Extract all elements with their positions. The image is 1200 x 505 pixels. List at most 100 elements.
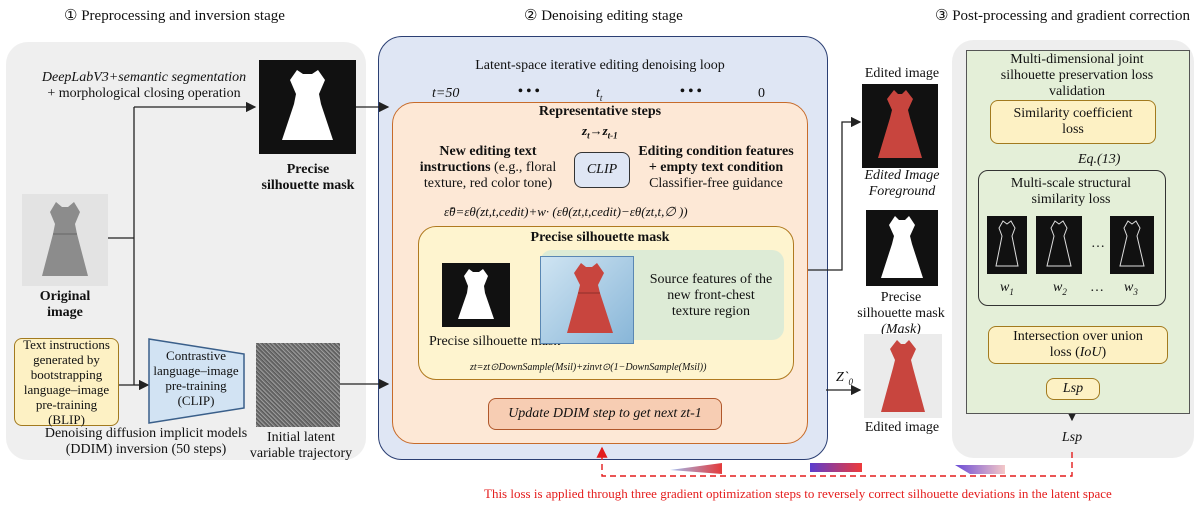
source-feat-text: Source features of the new front-chest t…: [636, 272, 786, 320]
mask-thumb: [442, 263, 510, 327]
clip-text: Contrastive language–image pre-training …: [153, 348, 239, 408]
noise-image: [256, 343, 340, 427]
w3-label: w3: [1124, 280, 1138, 297]
clip-trapezoid: [148, 338, 245, 424]
dress-silhouette-white: [282, 70, 333, 140]
blend-formula: zt=zt⊙DownSample(Msil)+zinvt⊙(1−DownSamp…: [470, 362, 707, 373]
similarity-loss-box: Similarity coefficient loss: [990, 100, 1156, 144]
ddim-l2: (DDIM) inversion (50 steps): [65, 442, 227, 457]
loss-note: This loss is applied through three gradi…: [484, 486, 1112, 501]
source-feat-l2: new front-chest: [667, 288, 755, 303]
val-title-l3: validation: [1049, 84, 1105, 99]
mask-label-stage1: Precise silhouette mask: [250, 162, 366, 194]
noise-l2: variable trajectory: [249, 446, 353, 461]
red-dress-bottom: [881, 340, 925, 412]
scale-img-1: [987, 216, 1027, 274]
dress-silhouette-small: [458, 269, 494, 319]
gray-dress-icon: [42, 202, 88, 276]
new-edit-l3: texture, red color tone): [423, 176, 553, 191]
loop-title: Latent-space iterative editing denoising…: [475, 58, 725, 73]
zero-label: 0: [758, 86, 765, 101]
mask-image-mid: [866, 210, 938, 286]
original-label: Original image: [22, 289, 108, 321]
noise-label: Initial latent variable trajectory: [236, 430, 366, 462]
mask-mid-l3: (Mask): [881, 322, 921, 337]
mask-box-title: Precise silhouette mask: [530, 230, 670, 245]
update-ddim-box: Update DDIM step to get next zt-1: [488, 398, 722, 430]
fg-l2: Foreground: [868, 184, 936, 199]
mask-label-l2: silhouette mask: [261, 178, 355, 193]
msssim-l1: Multi-scale structural: [1010, 176, 1132, 191]
dress-silhouette-mid: [881, 216, 923, 278]
iou-l1: Intersection over union: [1013, 329, 1143, 344]
gradient-strip-3: [955, 465, 1005, 474]
sim-l2: loss: [1062, 122, 1084, 137]
edited-top-label: Edited image: [864, 66, 940, 81]
outline-dress-2: [1046, 220, 1072, 267]
msssim-title: Multi-scale structural similarity loss: [980, 176, 1162, 208]
sim-l1: Similarity coefficient: [1013, 106, 1133, 121]
mask-mid-label: Precise silhouette mask (Mask): [846, 290, 956, 338]
iou-loss-box: Intersection over union loss (IoU): [988, 326, 1168, 364]
outline-dress-1: [995, 220, 1019, 267]
lsp-box-label: Lsp: [1062, 381, 1084, 396]
red-dress-in-cube: [567, 263, 613, 333]
new-edit-l2: instructions (e.g., floral: [419, 160, 557, 175]
stage2-title: ② Denoising editing stage: [524, 8, 683, 24]
val-title-l2: silhouette preservation loss: [1000, 68, 1154, 83]
cond-l1: Editing condition features: [638, 144, 794, 159]
guidance-formula: ε̃θ=εθ(zt,t,cedit)+w· (εθ(zt,t,cedit)−εθ…: [444, 204, 688, 219]
mask-mid-l1: Precise: [880, 290, 922, 305]
z0-label: Z`0: [836, 370, 853, 387]
mask-mid-l2: silhouette mask: [857, 306, 945, 321]
ddim-l1: Denoising diffusion implicit models: [44, 426, 248, 441]
scale-img-3: [1110, 216, 1154, 274]
dots-1: • • •: [518, 84, 540, 99]
scale-dots: …: [1091, 236, 1105, 251]
edited-image-top: [862, 84, 938, 168]
dots-2: • • •: [680, 84, 702, 99]
gradient-strip-1: [670, 463, 722, 474]
source-feat-l1: Source features of the: [649, 272, 773, 287]
original-l1: Original: [39, 289, 91, 304]
fg-label: Edited Image Foreground: [852, 168, 952, 200]
original-l2: image: [47, 305, 83, 320]
w2-label: w2: [1053, 280, 1067, 297]
deeplab-text: DeepLabV3+semantic segmentation + morpho…: [24, 70, 264, 102]
cond-l3: Classifier-free guidance: [649, 176, 783, 191]
blip-box: Text instructions generated by bootstrap…: [14, 337, 119, 427]
edited-image-bottom: [864, 334, 942, 418]
red-dress-top: [878, 90, 922, 158]
rep-steps-title: Representative steps: [538, 104, 662, 119]
scale-img-2: [1036, 216, 1082, 274]
lsp-box: Lsp: [1046, 378, 1100, 400]
silhouette-mask-image: [259, 60, 356, 154]
loss-validation-title: Multi-dimensional joint silhouette prese…: [970, 52, 1184, 100]
clip-box: CLIP: [574, 152, 630, 188]
zt-label: zt→zt-1: [582, 123, 618, 141]
source-feat-l3: texture region: [671, 304, 751, 319]
new-edit-text: New editing text instructions (e.g., flo…: [404, 144, 572, 192]
clip-box-label: CLIP: [586, 162, 618, 177]
noise-l1: Initial latent: [266, 430, 336, 445]
w1-label: w1: [1000, 280, 1014, 297]
new-edit-l1: New editing text: [439, 144, 537, 159]
fg-l1: Edited Image: [864, 168, 940, 183]
original-image: [22, 194, 108, 286]
edited-bottom-label: Edited image: [864, 420, 940, 435]
gradient-strip-2: [810, 463, 862, 472]
w-dots: …: [1090, 280, 1104, 295]
feature-cube: [540, 256, 634, 344]
cond-text: Editing condition features + empty text …: [630, 144, 802, 192]
stage1-title: ① Preprocessing and inversion stage: [64, 8, 285, 24]
cond-l2: + empty text condition: [648, 160, 784, 175]
ddim-label: Denoising diffusion implicit models (DDI…: [36, 426, 256, 458]
stage3-title: ③ Post-processing and gradient correctio…: [935, 8, 1191, 24]
deeplab-line1: DeepLabV3+semantic segmentation: [41, 70, 247, 85]
lsp-output: Lsp: [1061, 430, 1083, 445]
blip-text: Text instructions generated by bootstrap…: [23, 337, 110, 427]
tt-label: tt: [596, 86, 603, 103]
eq-label: Eq.(13): [1078, 152, 1121, 167]
outline-dress-3: [1119, 220, 1145, 267]
iou-l2: loss (IoU): [1049, 345, 1107, 360]
